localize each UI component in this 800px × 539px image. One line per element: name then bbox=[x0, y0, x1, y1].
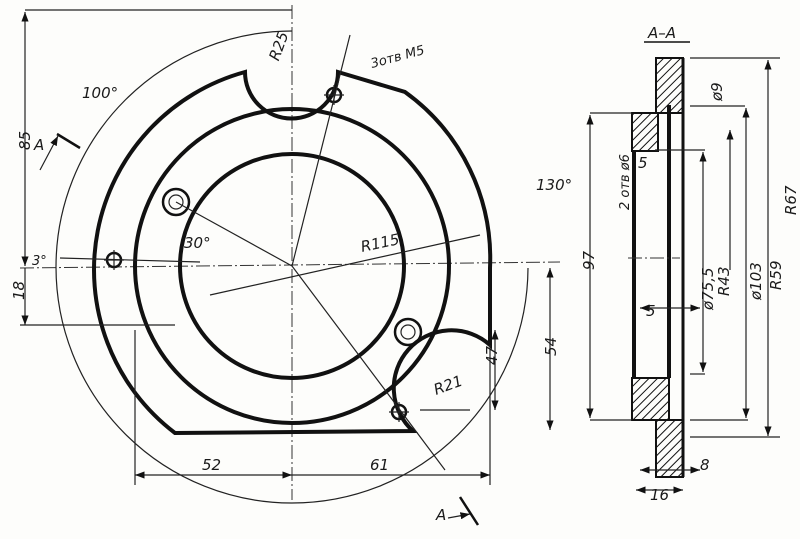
label-holes: 2 отв ø6 bbox=[618, 154, 633, 210]
section-mark-bottom: A bbox=[435, 496, 480, 526]
section-mark-bottom-label: A bbox=[435, 506, 446, 524]
outer-contour bbox=[92, 69, 493, 436]
section-mark-top-label: A bbox=[33, 136, 44, 154]
hole-large-right bbox=[393, 317, 423, 347]
label-r43: R43 bbox=[715, 266, 733, 296]
label-d75: ø75,5 bbox=[699, 267, 717, 311]
label-d9: ø9 bbox=[708, 82, 726, 102]
hole-m5-bottom bbox=[389, 402, 409, 422]
label-r59: R59 bbox=[767, 260, 785, 290]
section-title: A–A bbox=[647, 24, 676, 42]
label-r67: R67 bbox=[782, 185, 800, 215]
label-dim-61: 61 bbox=[370, 456, 389, 474]
label-dim-5-top: 5 bbox=[638, 154, 648, 172]
label-r25: R25 bbox=[265, 29, 292, 63]
label-r115: R115 bbox=[359, 230, 401, 256]
r115-arc bbox=[55, 30, 529, 504]
label-dim-16: 16 bbox=[650, 486, 669, 504]
label-angle-3: 3° bbox=[32, 254, 47, 269]
label-dim-85: 85 bbox=[16, 131, 34, 150]
label-dim-47: 47 bbox=[483, 345, 501, 365]
label-angle-30: 30° bbox=[184, 234, 211, 252]
inner-bore bbox=[178, 152, 406, 380]
hole-large-left bbox=[161, 187, 191, 217]
label-dim-97: 97 bbox=[580, 250, 598, 270]
label-angle-100: 100° bbox=[82, 84, 118, 102]
section-mark-top: A bbox=[33, 132, 81, 171]
label-dim-52: 52 bbox=[202, 456, 221, 474]
middle-ring bbox=[133, 107, 451, 425]
label-dim-8: 8 bbox=[700, 456, 710, 474]
label-r21: R21 bbox=[431, 372, 465, 399]
section-view: A–A ø9 2 отв ø6 5 5 ø75,5 R43 ø103 R59 bbox=[580, 24, 800, 504]
label-dim-18: 18 bbox=[10, 281, 28, 300]
plan-view: R25 3отв M5 100° 130° 30° 3° R115 R21 85… bbox=[10, 5, 572, 526]
label-dim-5-mid: 5 bbox=[646, 302, 656, 320]
label-dim-54: 54 bbox=[542, 337, 560, 356]
label-angle-130: 130° bbox=[536, 176, 572, 194]
hole-m5-top bbox=[324, 85, 344, 105]
label-holes-m5: 3отв M5 bbox=[369, 43, 426, 72]
label-d103: ø103 bbox=[747, 262, 765, 301]
